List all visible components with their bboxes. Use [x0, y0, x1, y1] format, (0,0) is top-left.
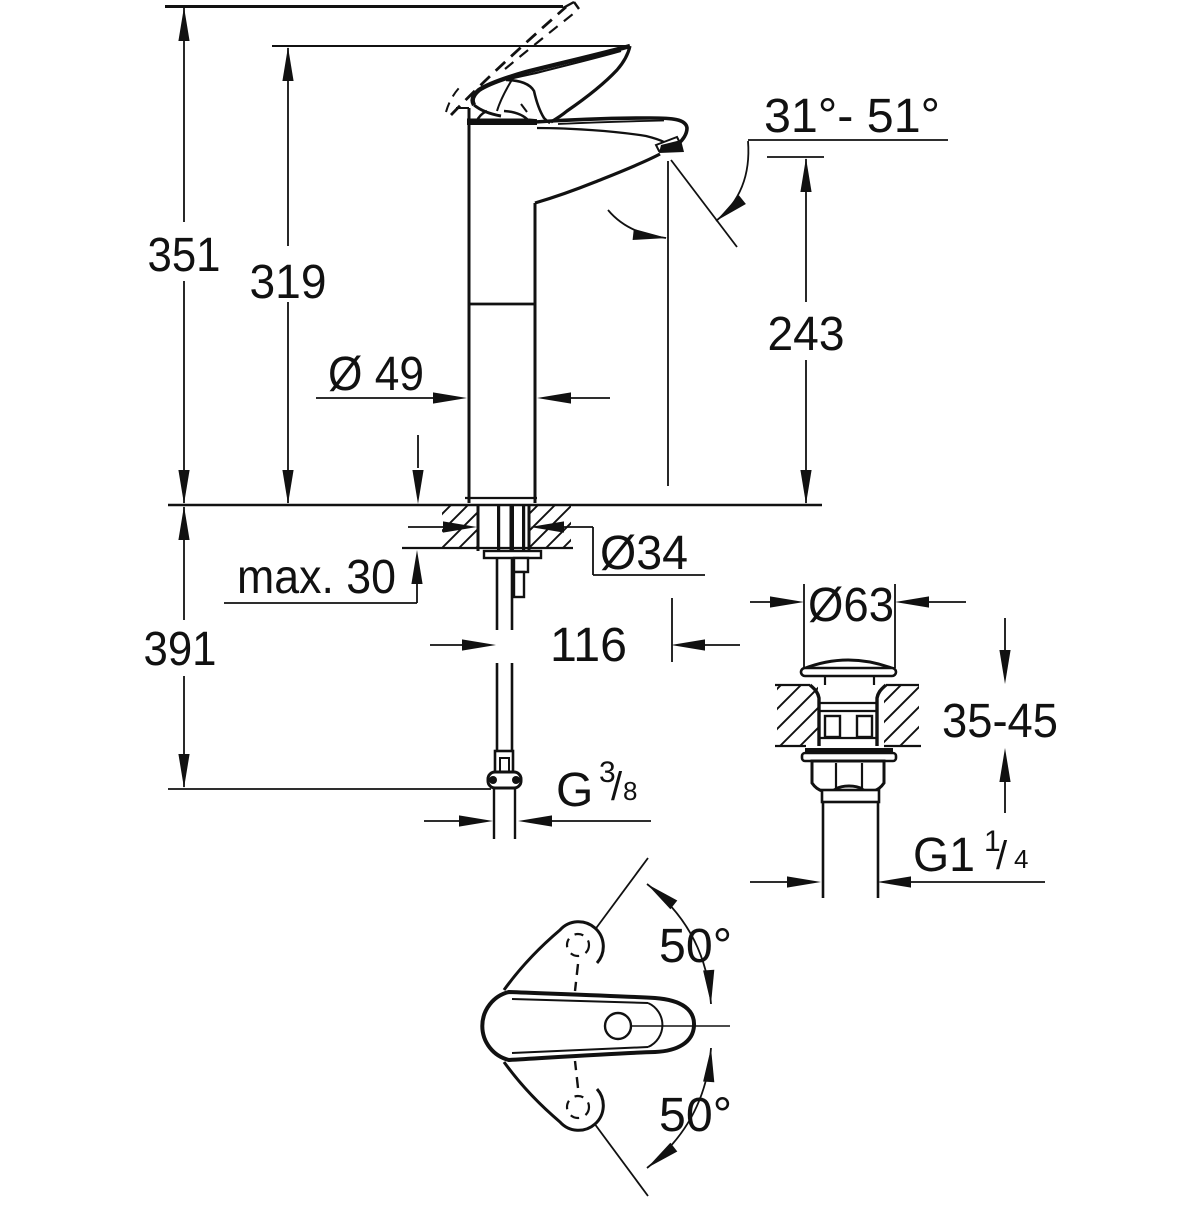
svg-text:35-45: 35-45: [942, 695, 1058, 748]
svg-text:/: /: [996, 834, 1008, 878]
svg-text:Ø 49: Ø 49: [328, 348, 424, 401]
svg-text:50°: 50°: [659, 1089, 732, 1142]
svg-text:Ø63: Ø63: [808, 579, 894, 632]
svg-text:G1: G1: [913, 829, 975, 882]
svg-text:351: 351: [148, 229, 221, 282]
svg-text:max. 30: max. 30: [237, 551, 396, 604]
svg-text:319: 319: [250, 256, 327, 309]
svg-text:116: 116: [550, 619, 627, 672]
svg-text:4: 4: [1014, 844, 1028, 874]
svg-text:31°- 51°: 31°- 51°: [764, 90, 940, 143]
svg-text:50°: 50°: [659, 920, 732, 973]
svg-text:G: G: [556, 764, 593, 817]
svg-text:3: 3: [599, 756, 616, 789]
svg-text:1: 1: [984, 825, 1001, 858]
svg-text:8: 8: [623, 776, 637, 806]
svg-text:Ø34: Ø34: [600, 527, 688, 580]
svg-text:/: /: [611, 765, 623, 809]
svg-text:391: 391: [144, 623, 217, 676]
svg-text:243: 243: [768, 308, 845, 361]
